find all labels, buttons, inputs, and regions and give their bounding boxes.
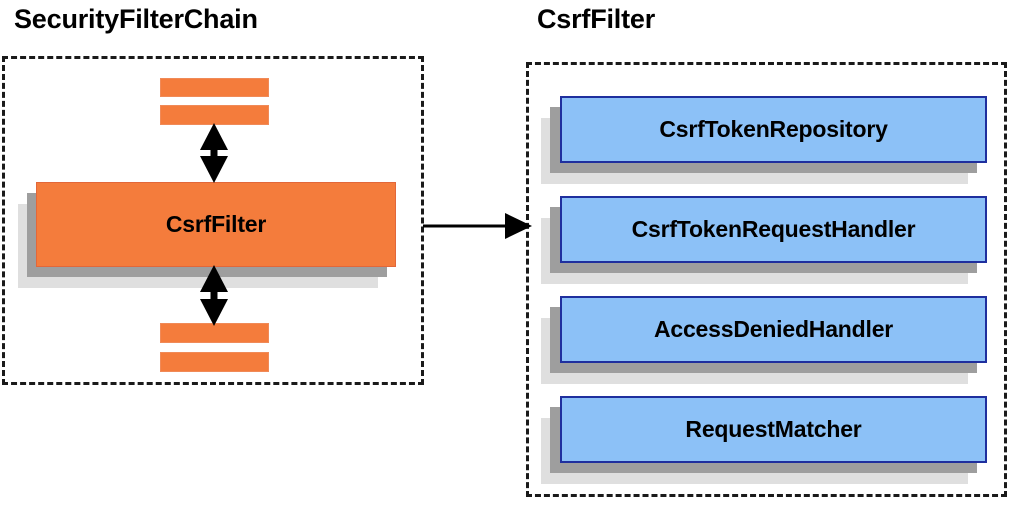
collaborator-box-label: AccessDeniedHandler bbox=[653, 316, 894, 342]
collaborator-box-face[interactable]: CsrfTokenRepository bbox=[560, 96, 987, 163]
collaborator-box-request-matcher[interactable]: RequestMatcher bbox=[541, 396, 1005, 488]
expand-arrow bbox=[423, 213, 532, 239]
collaborator-box-label: CsrfTokenRequestHandler bbox=[631, 216, 916, 242]
collaborator-box-face[interactable]: AccessDeniedHandler bbox=[560, 296, 987, 363]
collaborator-box-label: CsrfTokenRepository bbox=[659, 116, 888, 142]
filter-bar-above-2 bbox=[160, 105, 269, 125]
filter-bar-below-1 bbox=[160, 323, 269, 343]
security-filter-chain-boundary bbox=[2, 56, 424, 385]
collaborator-box-csrf-token-repository[interactable]: CsrfTokenRepository bbox=[541, 96, 1005, 188]
filter-box-label: CsrfFilter bbox=[165, 211, 267, 237]
filter-box-csrffilter[interactable]: CsrfFilter bbox=[18, 182, 398, 290]
collaborator-box-face[interactable]: CsrfTokenRequestHandler bbox=[560, 196, 987, 263]
collaborator-box-csrf-token-request-handler[interactable]: CsrfTokenRequestHandler bbox=[541, 196, 1005, 288]
filter-bar-below-2 bbox=[160, 352, 269, 372]
page-title-csrf-filter: CsrfFilter bbox=[537, 4, 656, 34]
page-title-security-filter-chain: SecurityFilterChain bbox=[14, 4, 258, 34]
collaborator-box-access-denied-handler[interactable]: AccessDeniedHandler bbox=[541, 296, 1005, 388]
csrf-filter-boundary bbox=[526, 62, 1007, 497]
filter-box-face[interactable]: CsrfFilter bbox=[36, 182, 396, 267]
filter-bar-above-1 bbox=[160, 78, 269, 97]
collaborator-box-face[interactable]: RequestMatcher bbox=[560, 396, 987, 463]
collaborator-box-label: RequestMatcher bbox=[685, 416, 862, 442]
